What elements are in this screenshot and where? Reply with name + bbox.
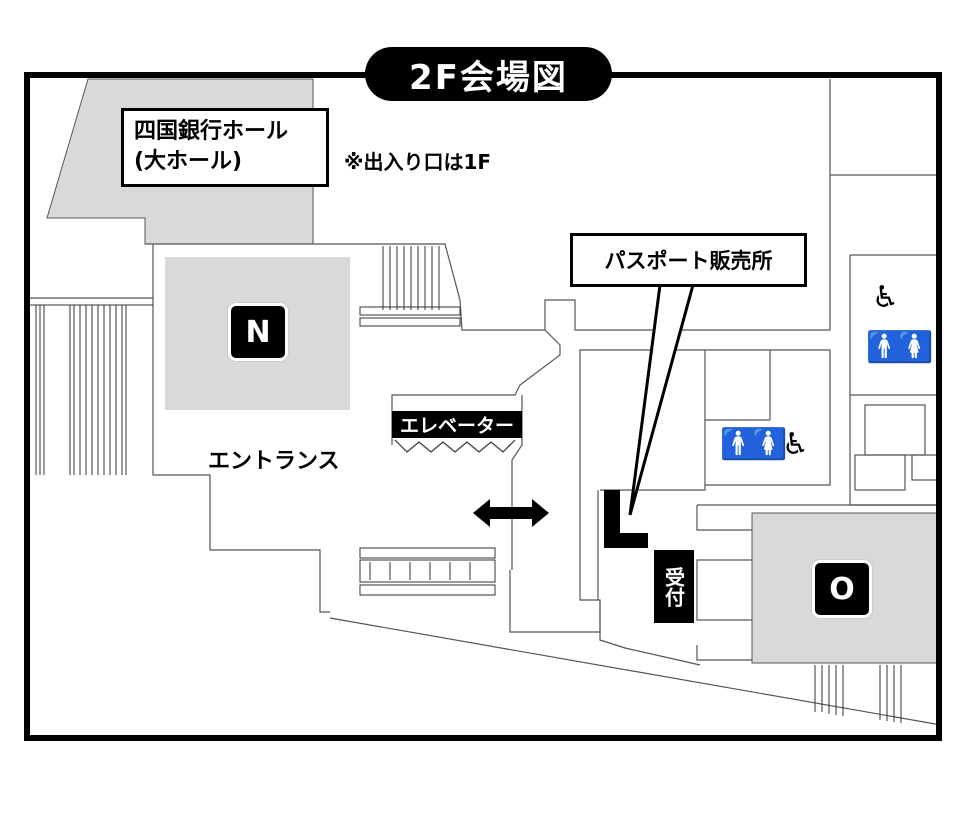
two-way-arrow-icon [473,499,549,527]
upper-staircase [359,246,461,327]
hall-label-line1: 四国銀行ホール [134,119,289,144]
passport-booth-l [604,490,648,548]
hall-label-line2: (大ホール) [134,149,243,174]
male-toilet-icon: 🚹 [720,427,758,462]
male-toilet-icon: 🚹 [866,330,904,365]
reception-label: 受付 [654,550,694,623]
entrance-label: エントランス [208,449,340,474]
entrance-note: ※出入り口は1F [344,150,492,174]
female-toilet-icon: 🚺 [896,330,934,365]
passport-callout-pointer [628,283,695,516]
zone-o-badge: O [812,560,872,618]
zone-n-badge: N [228,303,288,361]
left-staircase [30,304,153,475]
elevator-label: エレベーター [392,411,522,438]
lower-staircase [814,665,902,723]
map-title: 2F会場図 [365,47,612,101]
wheelchair-icon: ♿ [872,280,899,315]
passport-label: パスポート販売所 [570,233,807,287]
wheelchair-icon: ♿ [782,427,809,462]
elevator-doors [394,439,516,453]
walls [30,79,942,726]
escalator [359,547,496,596]
female-toilet-icon: 🚺 [750,427,788,462]
hall-label: 四国銀行ホール (大ホール) [121,108,329,187]
